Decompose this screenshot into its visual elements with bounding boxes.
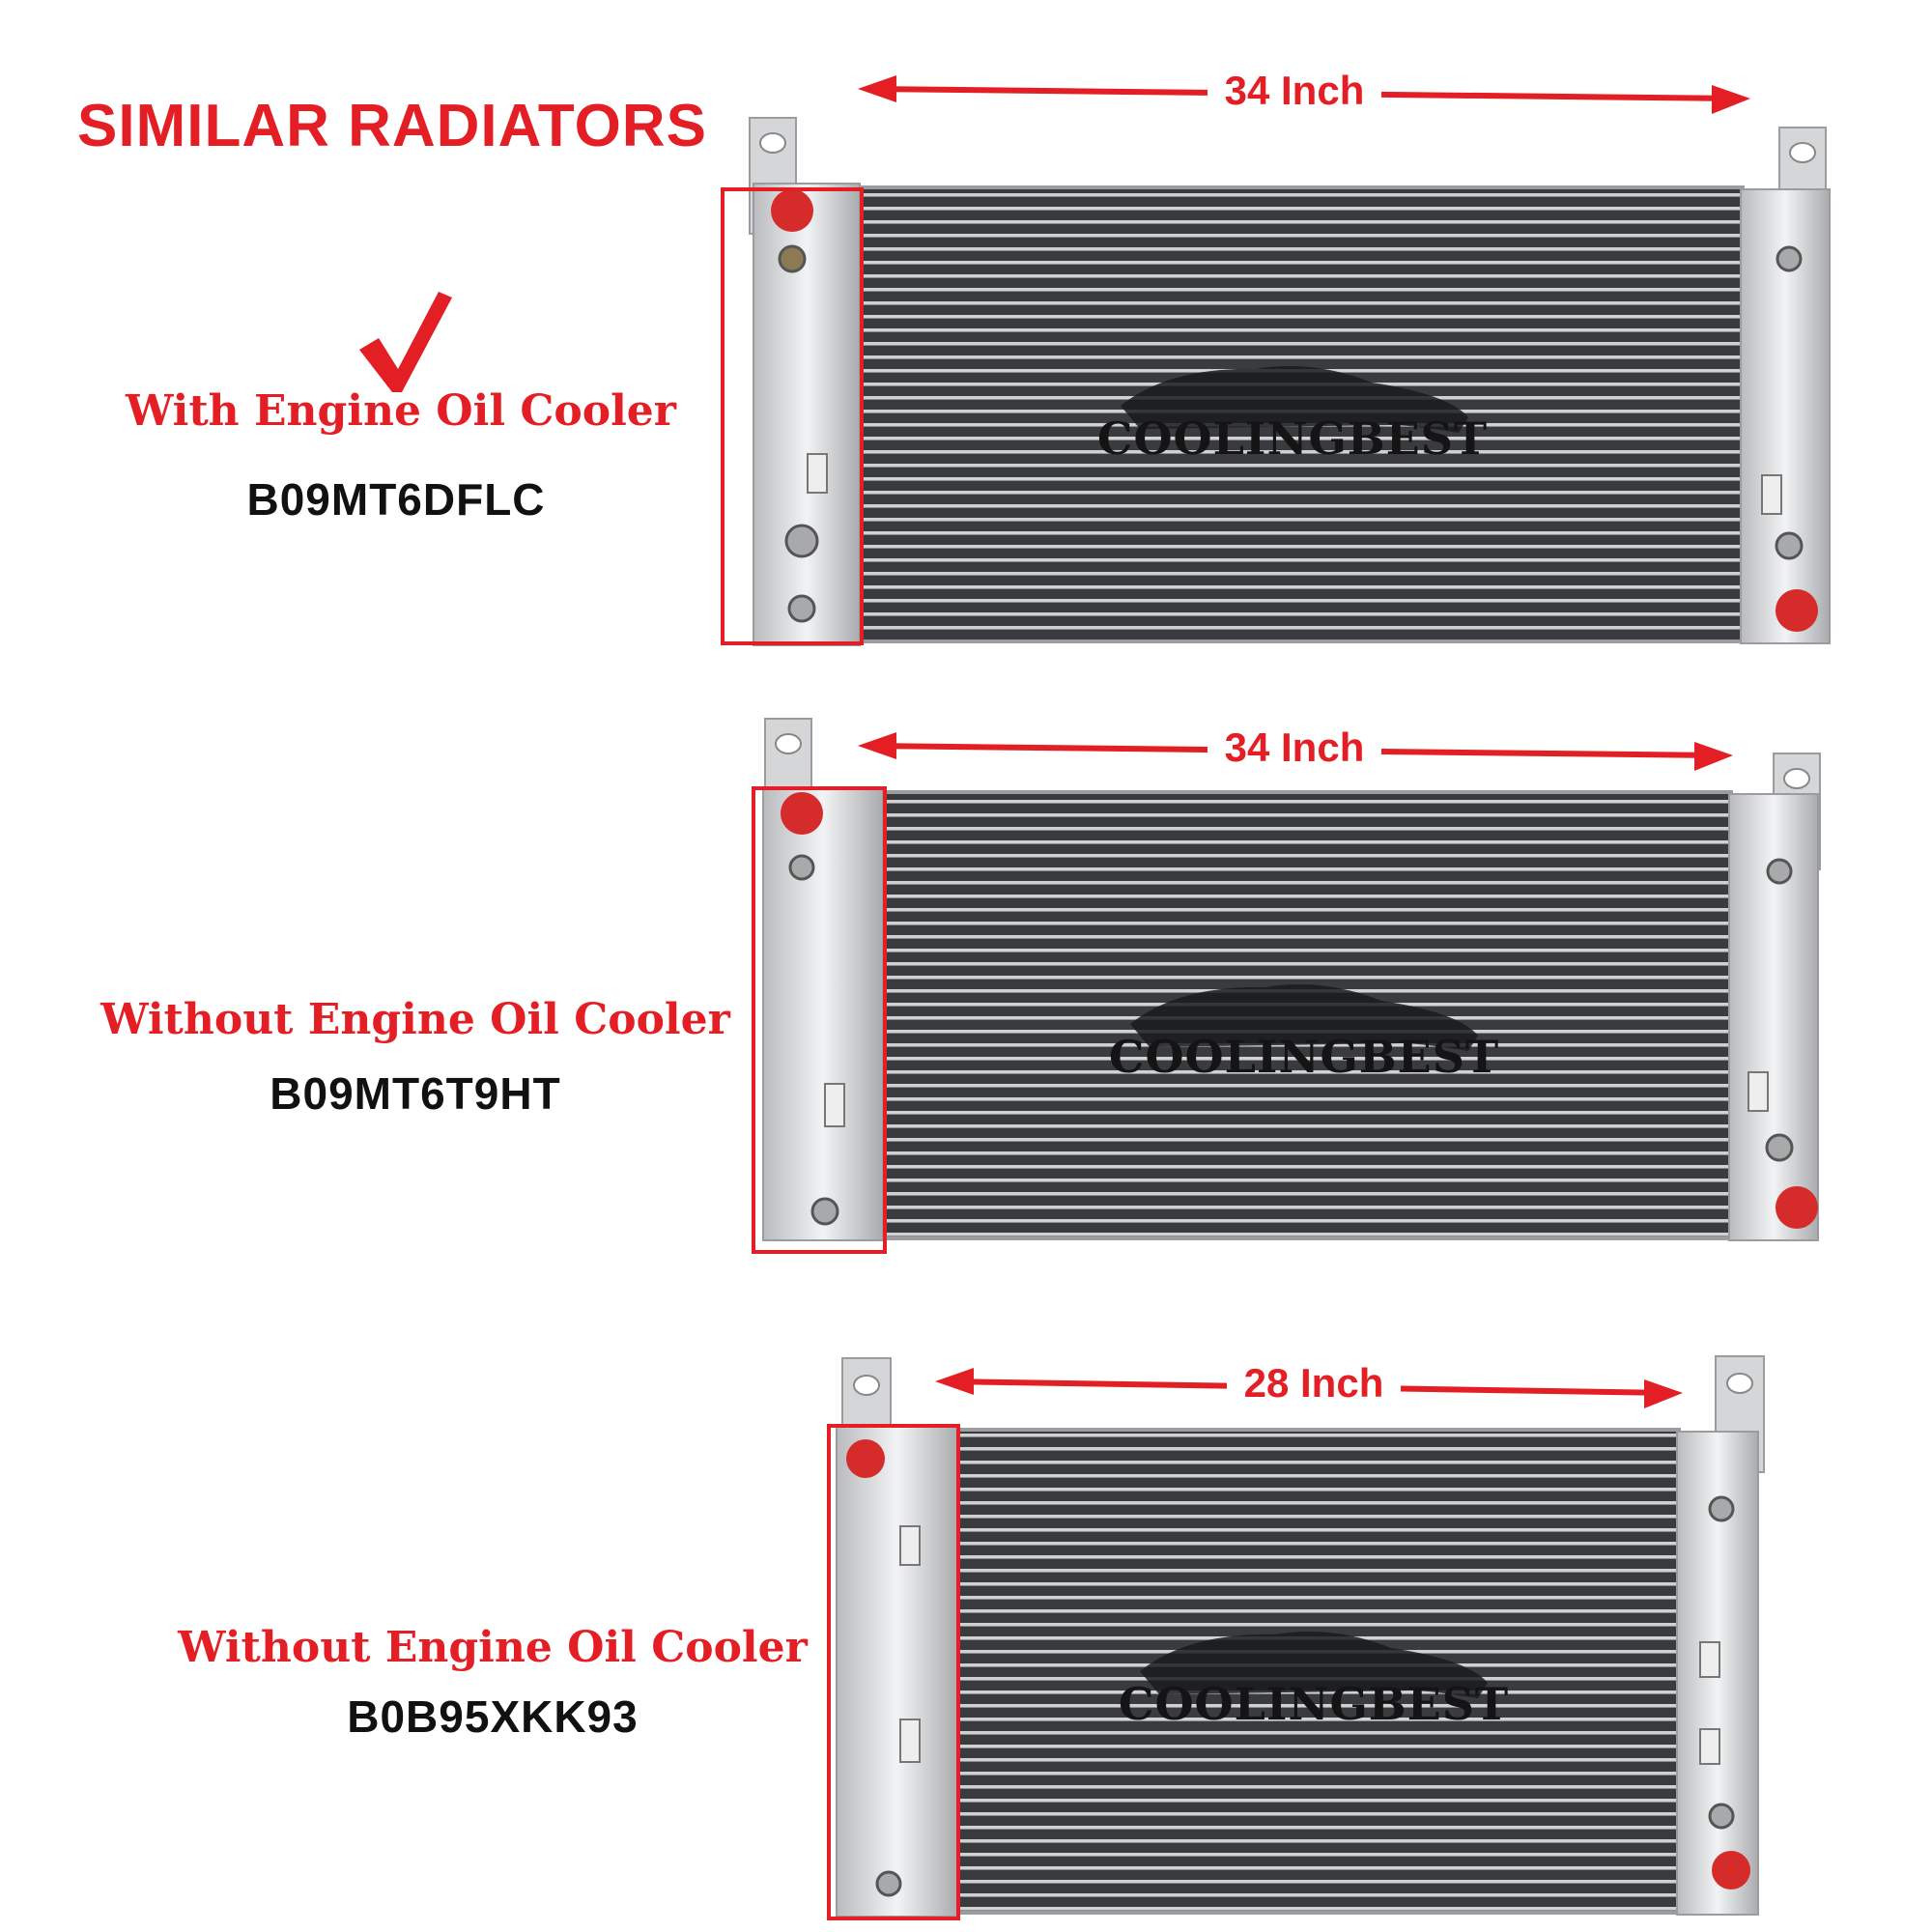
radiator-image-2: 34 Inch COOLINGBEST bbox=[752, 718, 1821, 1254]
oil-cooler-highlight-box bbox=[752, 786, 887, 1254]
brand-logo: COOLINGBEST bbox=[1119, 1632, 1509, 1730]
radiator-2-label: Without Engine Oil Cooler bbox=[100, 995, 730, 1044]
width-label: 34 Inch bbox=[1225, 724, 1365, 770]
width-label: 34 Inch bbox=[1225, 68, 1365, 113]
oil-cooler-highlight-box bbox=[827, 1424, 960, 1920]
radiator-1-code: B09MT6DFLC bbox=[246, 474, 546, 525]
radiator-2-code: B09MT6T9HT bbox=[270, 1068, 561, 1119]
radiator-image-1: 34 Inch COOLINGBEST bbox=[721, 66, 1831, 646]
checkmark-icon bbox=[359, 292, 452, 392]
radiator-3-label: Without Engine Oil Cooler bbox=[178, 1623, 808, 1672]
width-label: 28 Inch bbox=[1244, 1360, 1384, 1406]
radiator-3-code: B0B95XKK93 bbox=[347, 1691, 639, 1742]
page-title: SIMILAR RADIATORS bbox=[77, 93, 707, 159]
radiator-1-label: With Engine Oil Cooler bbox=[126, 386, 676, 436]
svg-text:COOLINGBEST: COOLINGBEST bbox=[1119, 1678, 1509, 1730]
radiator-image-3: 28 Inch COOLINGBEST bbox=[827, 1355, 1765, 1920]
brand-logo: COOLINGBEST bbox=[1097, 366, 1488, 465]
svg-text:COOLINGBEST: COOLINGBEST bbox=[1097, 412, 1488, 465]
oil-cooler-highlight-box bbox=[721, 187, 864, 645]
brand-logo: COOLINGBEST bbox=[1109, 984, 1499, 1083]
radiator-core bbox=[856, 185, 1745, 643]
svg-text:COOLINGBEST: COOLINGBEST bbox=[1109, 1031, 1499, 1083]
